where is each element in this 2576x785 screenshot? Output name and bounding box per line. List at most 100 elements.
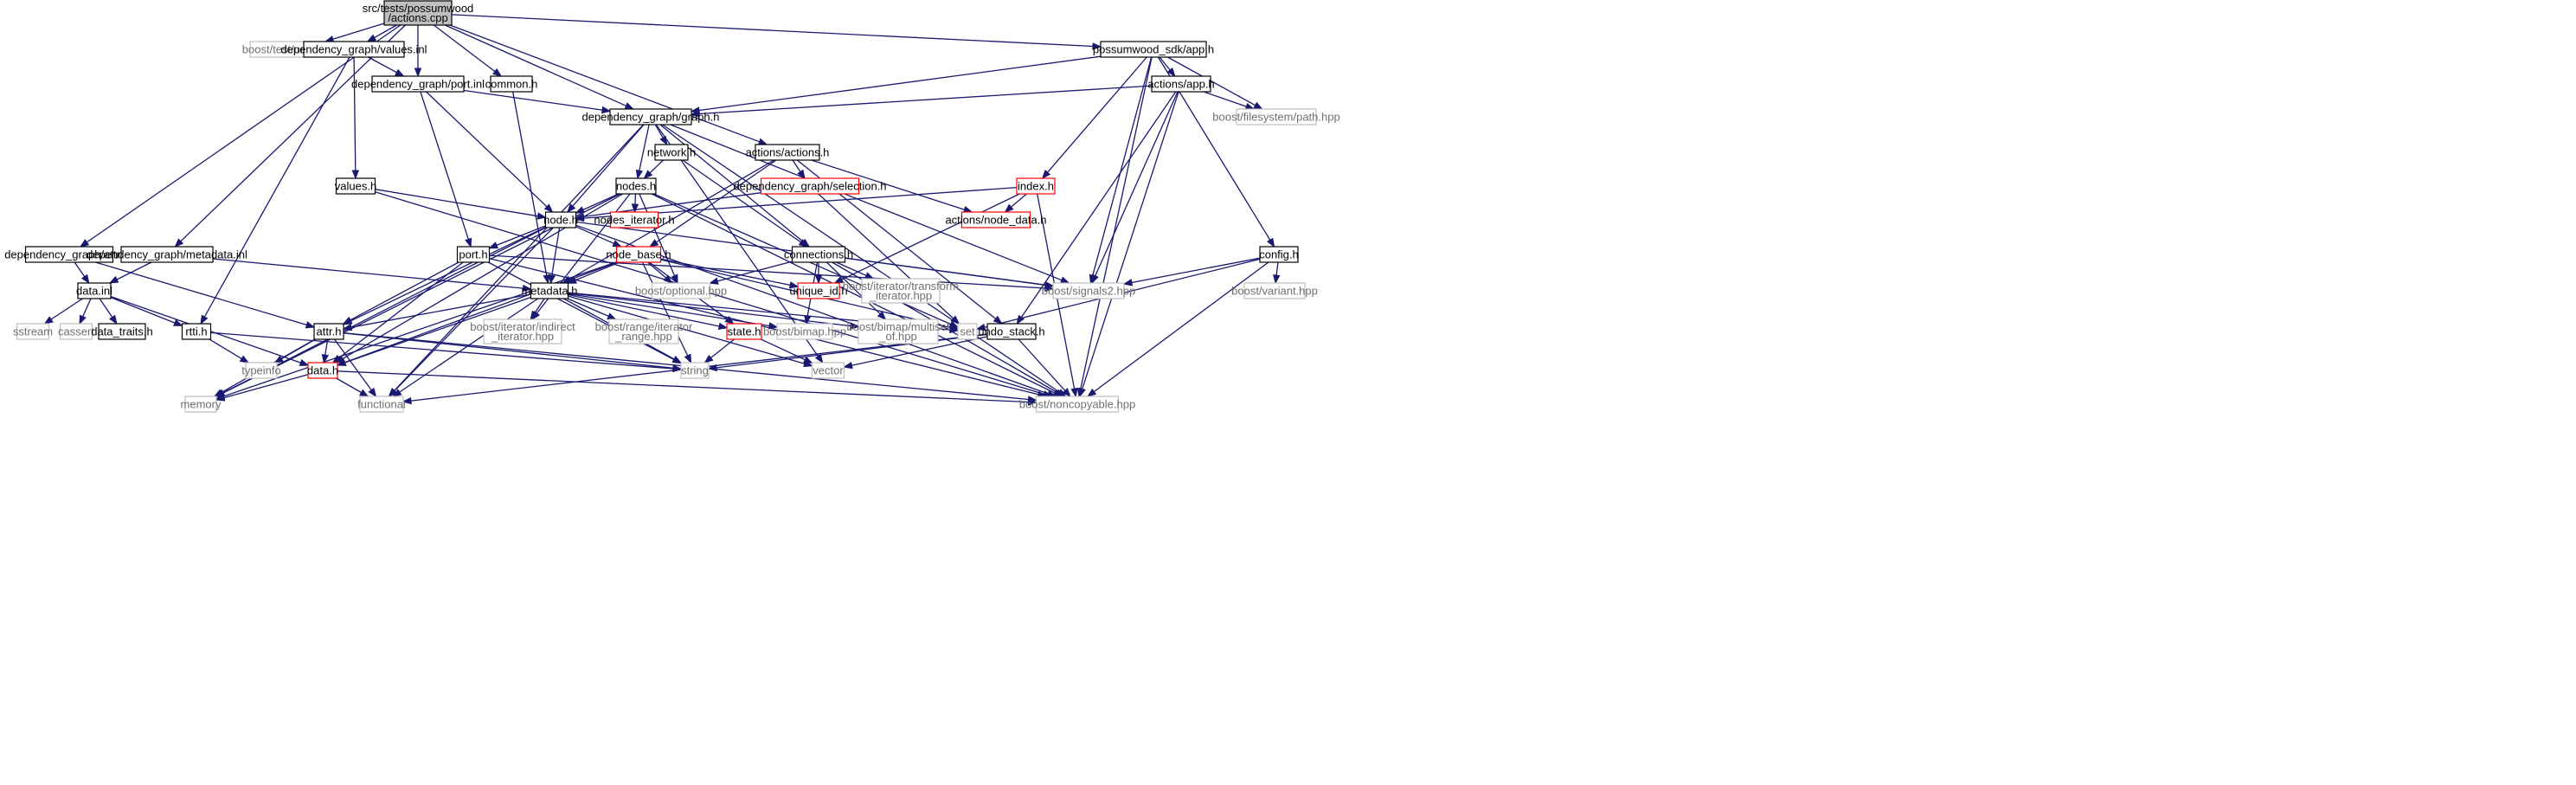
arrow-head-icon [684, 353, 692, 364]
graph-node-set[interactable]: set [957, 323, 978, 340]
graph-node-index-h[interactable]: index.h [1016, 177, 1056, 195]
edge-line [50, 298, 83, 320]
edge-metadata_h-to-state_h [568, 293, 729, 331]
graph-node-config-h[interactable]: config.h [1259, 246, 1299, 263]
graph-node-bimap-multiset[interactable]: boost/bimap/multiset_of.hpp [846, 319, 950, 344]
node-label: actions/app.h [1147, 78, 1214, 91]
node-label: undo_stack.h [978, 325, 1044, 338]
graph-node-noncopyable[interactable]: boost/noncopyable.hpp [1019, 396, 1135, 413]
node-box [726, 323, 762, 340]
graph-node-variant[interactable]: boost/variant.hpp [1231, 282, 1318, 299]
arrow-head-icon [648, 239, 659, 248]
graph-node-memory[interactable]: memory [181, 396, 222, 413]
arrow-head-icon [1092, 42, 1102, 50]
graph-node-data-traits[interactable]: data_traits.h [91, 323, 153, 340]
arrow-head-icon [1266, 237, 1275, 248]
graph-node-iter-indirect[interactable]: boost/iterator/indirect_iterator.hpp [470, 319, 575, 344]
arrow-head-icon [530, 310, 538, 321]
graph-node-selection-h[interactable]: dependency_graph/selection.h [733, 177, 887, 195]
graph-node-connections[interactable]: connections.h [784, 246, 853, 263]
edge-index_h-to-node_data [1004, 193, 1027, 213]
node-box [861, 278, 941, 304]
graph-node-values-h[interactable]: values.h [335, 177, 376, 195]
node-label: connections.h [784, 248, 853, 261]
graph-node-fs-path[interactable]: boost/filesystem/path.hpp [1212, 108, 1340, 125]
arrow-head-icon [757, 138, 768, 145]
node-label: dependency_graph/port.inl [351, 78, 485, 91]
node-label: _of.hpp [878, 330, 916, 343]
arrow-head-icon [215, 394, 226, 402]
graph-node-common-h[interactable]: common.h [485, 75, 538, 93]
graph-node-vector[interactable]: vector [811, 362, 845, 379]
graph-node-unique-id[interactable]: unique_id.h [789, 282, 848, 299]
graph-node-cassert[interactable]: cassert [58, 323, 94, 340]
edge-line [710, 338, 736, 358]
arrow-head-icon [1086, 388, 1097, 397]
edge-line [639, 124, 650, 171]
graph-node-metadata-h[interactable]: metadata.h [521, 282, 578, 299]
node-label: actions/actions.h [746, 146, 830, 159]
node-box [776, 323, 833, 340]
graph-node-values-inl[interactable]: dependency_graph/values.inl [280, 41, 427, 58]
graph-node-actions-h[interactable]: actions/actions.h [746, 144, 830, 161]
graph-node-undo-stack[interactable]: undo_stack.h [978, 323, 1045, 340]
graph-node-node-base[interactable]: node_base.h [606, 246, 671, 263]
graph-node-optional[interactable]: boost/optional.hpp [635, 282, 727, 299]
arrow-head-icon [788, 281, 800, 289]
edge-node_base-to-metadata_h [567, 261, 620, 284]
arrow-head-icon [388, 388, 398, 397]
graph-node-network-h[interactable]: network.h [647, 144, 696, 161]
arrow-head-icon [1027, 398, 1037, 406]
edge-actions_app-to-signals2 [1091, 91, 1179, 285]
graph-node-actions-app[interactable]: actions/app.h [1147, 75, 1215, 93]
graph-node-attr-h[interactable]: attr.h [313, 323, 344, 340]
graph-node-bimap[interactable]: boost/bimap.hpp [763, 323, 846, 340]
node-label: boost/iterator/indirect [470, 320, 575, 333]
edge-line [825, 261, 881, 315]
edge-node_h-to-node_base [575, 226, 623, 248]
graph-node-nodes-iter[interactable]: nodes_iterator.h [594, 211, 675, 228]
node-box [791, 246, 846, 263]
graph-node-state-h[interactable]: state.h [726, 323, 762, 340]
edge-line [336, 377, 362, 394]
graph-node-range-iter[interactable]: boost/range/iterator_range.hpp [595, 319, 693, 344]
graph-node-node-data[interactable]: actions/node_data.h [945, 211, 1047, 228]
graph-node-rtti-h[interactable]: rtti.h [181, 323, 212, 340]
graph-node-data-h[interactable]: data.h [307, 362, 338, 379]
graph-node-signals2[interactable]: boost/signals2.hpp [1042, 282, 1135, 299]
graph-node-app-sdk[interactable]: possumwood_sdk/app.h [1093, 41, 1214, 58]
graph-node-typeinfo[interactable]: typeinfo [241, 362, 281, 379]
node-label: index.h [1018, 180, 1054, 193]
edge-data_inl-to-cassert [79, 298, 92, 325]
arrow-head-icon [1091, 273, 1099, 285]
graph-node-sstream[interactable]: sstream [13, 323, 53, 340]
graph-node-data-inl[interactable]: data.inl [76, 282, 112, 299]
graph-node-node-h[interactable]: node.h [543, 211, 578, 228]
edge-actions_cpp-to-app_sdk [451, 14, 1102, 50]
arrow-head-icon [607, 312, 617, 320]
edge-line [368, 56, 397, 74]
graph-node-port-inl[interactable]: dependency_graph/port.inl [351, 75, 485, 93]
graph-node-actions-cpp[interactable]: src/tests/possumwood/actions.cpp [363, 0, 474, 26]
edge-actions_cpp-to-meta_inl [174, 24, 406, 248]
graph-node-iter-transform[interactable]: boost/iterator/transform_iterator.hpp [843, 278, 959, 304]
arrow-head-icon [213, 389, 224, 397]
arrow-head-icon [321, 354, 329, 364]
node-label: node_base.h [606, 248, 671, 261]
graph-node-port-h[interactable]: port.h [456, 246, 491, 263]
arrow-head-icon [803, 356, 813, 364]
edge-line [212, 258, 524, 289]
edge-config_h-to-signals2 [1122, 257, 1261, 286]
graph-node-functional[interactable]: functional [357, 396, 406, 413]
edge-line [639, 193, 676, 276]
graph-node-meta-inl[interactable]: dependency_graph/metadata.inl [87, 246, 247, 263]
graph-node-attr-inl[interactable]: dependency_graph/attr.inl [4, 246, 134, 263]
node-label: _iterator.hpp [869, 289, 932, 302]
node-label: boost/range/iterator [595, 320, 693, 333]
node-box [77, 282, 112, 299]
graph-node-graph-h[interactable]: dependency_graph/graph.h [581, 108, 720, 125]
graph-node-string[interactable]: string [680, 362, 710, 379]
graph-node-nodes-h[interactable]: nodes.h [615, 177, 657, 195]
node-label: attr.h [317, 325, 342, 338]
node-label: boost/noncopyable.hpp [1019, 398, 1135, 411]
